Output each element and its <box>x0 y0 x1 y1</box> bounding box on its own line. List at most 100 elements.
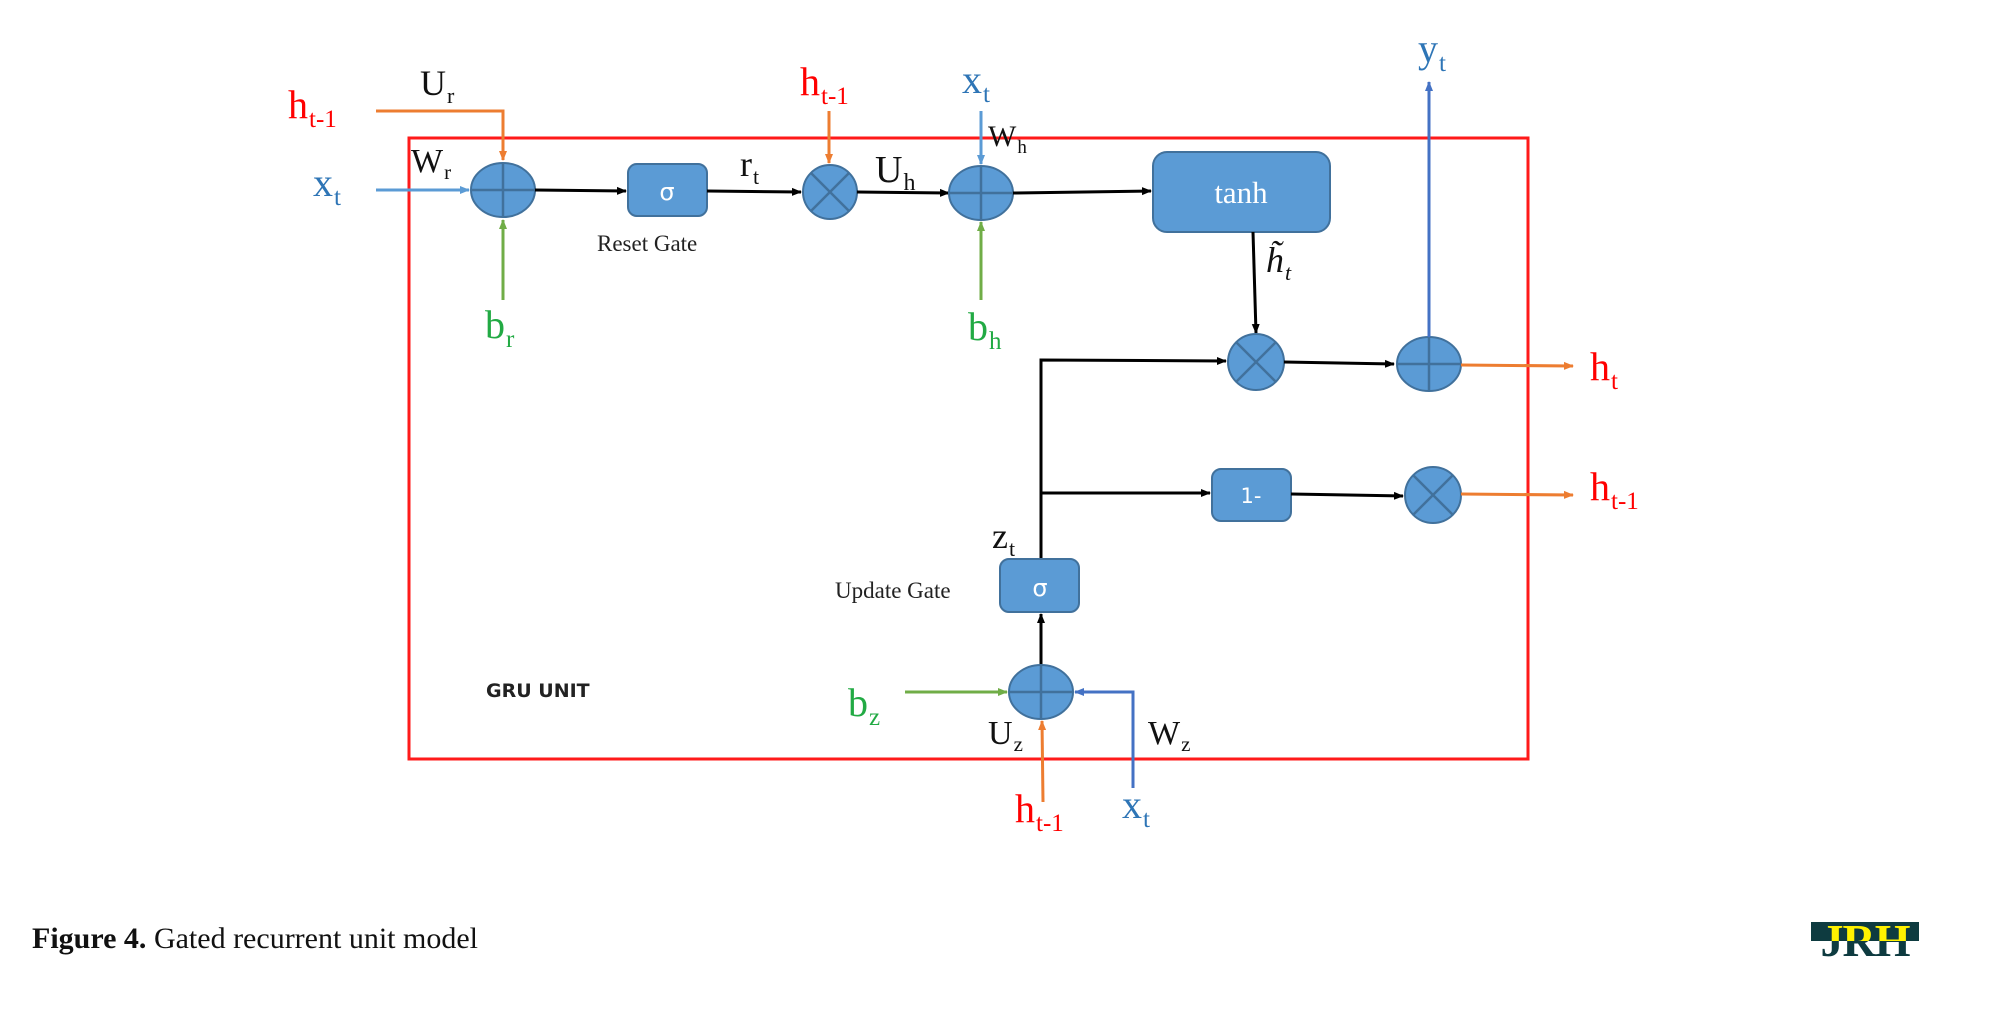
label-base: U <box>875 149 902 191</box>
label-cand-hidden-in: ht-1 <box>800 59 849 110</box>
flow-arrow <box>1251 231 1260 334</box>
journal-logo-text: JRH <box>1820 922 1911 960</box>
label-reset-weight-u: Ur <box>420 63 455 108</box>
figure-caption-text: Gated recurrent unit model <box>146 922 478 955</box>
label-base: W <box>1148 715 1181 752</box>
one-minus-block: 1- <box>1211 468 1292 522</box>
label-cand-weight-u: Uh <box>875 149 915 196</box>
reset-mult-node <box>802 164 858 220</box>
update-gate-label: Update Gate <box>835 578 951 603</box>
label-update-input: xt <box>1122 782 1150 833</box>
flow-arrow <box>706 187 802 196</box>
label-subscript: t <box>1285 260 1292 285</box>
label-subscript: r <box>506 326 515 353</box>
label-text: ht-1 <box>1590 464 1639 515</box>
label-text: Wh <box>988 120 1027 158</box>
label-text: xt <box>1122 782 1150 833</box>
label-subscript: z <box>869 704 880 731</box>
figure-caption: Figure 4. Gated recurrent unit model <box>32 922 478 956</box>
label-update-weight-w: Wz <box>1148 715 1190 756</box>
label-base: h <box>1590 344 1610 389</box>
label-base: z <box>992 516 1008 556</box>
label-subscript: r <box>444 160 451 184</box>
label-base: b <box>485 302 505 347</box>
label-base: h <box>288 82 308 127</box>
label-subscript: t <box>334 184 341 211</box>
journal-logo: JRH JRH <box>1811 922 1919 960</box>
label-subscript: z <box>1014 732 1023 756</box>
cand-sum-node <box>948 165 1014 221</box>
flow-arrow <box>1283 359 1395 368</box>
gru-unit-border <box>407 136 1530 761</box>
label-subscript: t-1 <box>821 83 849 110</box>
label-subscript: t-1 <box>1611 488 1639 515</box>
flow-arrow <box>1290 491 1404 500</box>
label-subscript: h <box>989 328 1002 355</box>
label-base: b <box>848 680 868 725</box>
label-subscript: h <box>1017 137 1027 158</box>
label-update-weight-u: Uz <box>988 715 1023 756</box>
label-text: xt <box>962 57 990 108</box>
update-hidden-arrow <box>1038 720 1047 803</box>
gru-unit-title: GRU UNIT <box>486 680 590 702</box>
label-subscript: t <box>1439 50 1446 77</box>
label-cand-input: xt <box>962 57 990 108</box>
label-update-hidden-in: ht-1 <box>1015 786 1064 837</box>
label-update-bias: bz <box>848 680 880 731</box>
label-update-output: zt <box>992 516 1015 561</box>
output-h-arrow <box>1460 361 1574 370</box>
tanh-block: tanh <box>1152 151 1331 233</box>
label-text: rt <box>740 144 759 189</box>
label-subscript: t <box>753 164 759 189</box>
label-subscript: r <box>447 83 455 108</box>
label-base: h <box>1015 786 1035 831</box>
label-cand-weight-w: Wh <box>988 120 1027 158</box>
label-cand-state: h̃t <box>1266 240 1292 285</box>
label-text: Ur <box>420 63 455 108</box>
label-text: Uz <box>988 715 1023 756</box>
label-reset-hidden-in: ht-1 <box>288 82 337 133</box>
reset-gate-label: Reset Gate <box>597 231 697 256</box>
prev-mult-node <box>1404 466 1462 524</box>
reset-hidden-arrow <box>376 109 507 161</box>
label-text: Wr <box>411 143 451 184</box>
flow-arrow <box>1012 187 1152 196</box>
label-base: y <box>1418 26 1438 71</box>
label-text: yt <box>1418 26 1446 77</box>
label-base: h <box>1590 464 1610 509</box>
update-gate-sigma-block: σ <box>999 558 1080 613</box>
label-base: h̃ <box>1266 240 1285 280</box>
sigma-symbol: σ <box>1032 574 1047 602</box>
label-subscript: t-1 <box>309 106 337 133</box>
label-subscript: t-1 <box>1036 810 1064 837</box>
label-reset-input: xt <box>313 160 341 211</box>
label-subscript: h <box>903 170 915 196</box>
one-minus-text: 1- <box>1241 484 1262 508</box>
cand-mult-node <box>1227 333 1285 391</box>
label-base: x <box>313 160 333 205</box>
flow-arrow <box>534 186 627 195</box>
update-sum-node <box>1008 664 1074 720</box>
sigma-symbol: σ <box>659 178 674 206</box>
label-base: h <box>800 59 820 104</box>
label-output-h-prev: ht-1 <box>1590 464 1639 515</box>
label-subscript: z <box>1181 732 1190 756</box>
update-trunk-upper <box>1039 356 1227 560</box>
label-reset-bias: br <box>485 302 515 353</box>
label-output-h: ht <box>1590 344 1618 395</box>
label-text: xt <box>313 160 341 211</box>
label-base: W <box>988 120 1017 153</box>
label-base: U <box>420 63 446 103</box>
update-input-arrow <box>1074 688 1135 788</box>
label-base: x <box>1122 782 1142 827</box>
label-base: r <box>740 144 752 184</box>
label-text: ht-1 <box>288 82 337 133</box>
label-cand-bias: bh <box>968 304 1002 355</box>
label-text: ht <box>1590 344 1618 395</box>
tanh-text: tanh <box>1214 175 1268 210</box>
label-subscript: t <box>1143 806 1150 833</box>
label-base: b <box>968 304 988 349</box>
label-text: bh <box>968 304 1002 355</box>
label-text: Wz <box>1148 715 1190 756</box>
label-output-y: yt <box>1418 26 1446 77</box>
